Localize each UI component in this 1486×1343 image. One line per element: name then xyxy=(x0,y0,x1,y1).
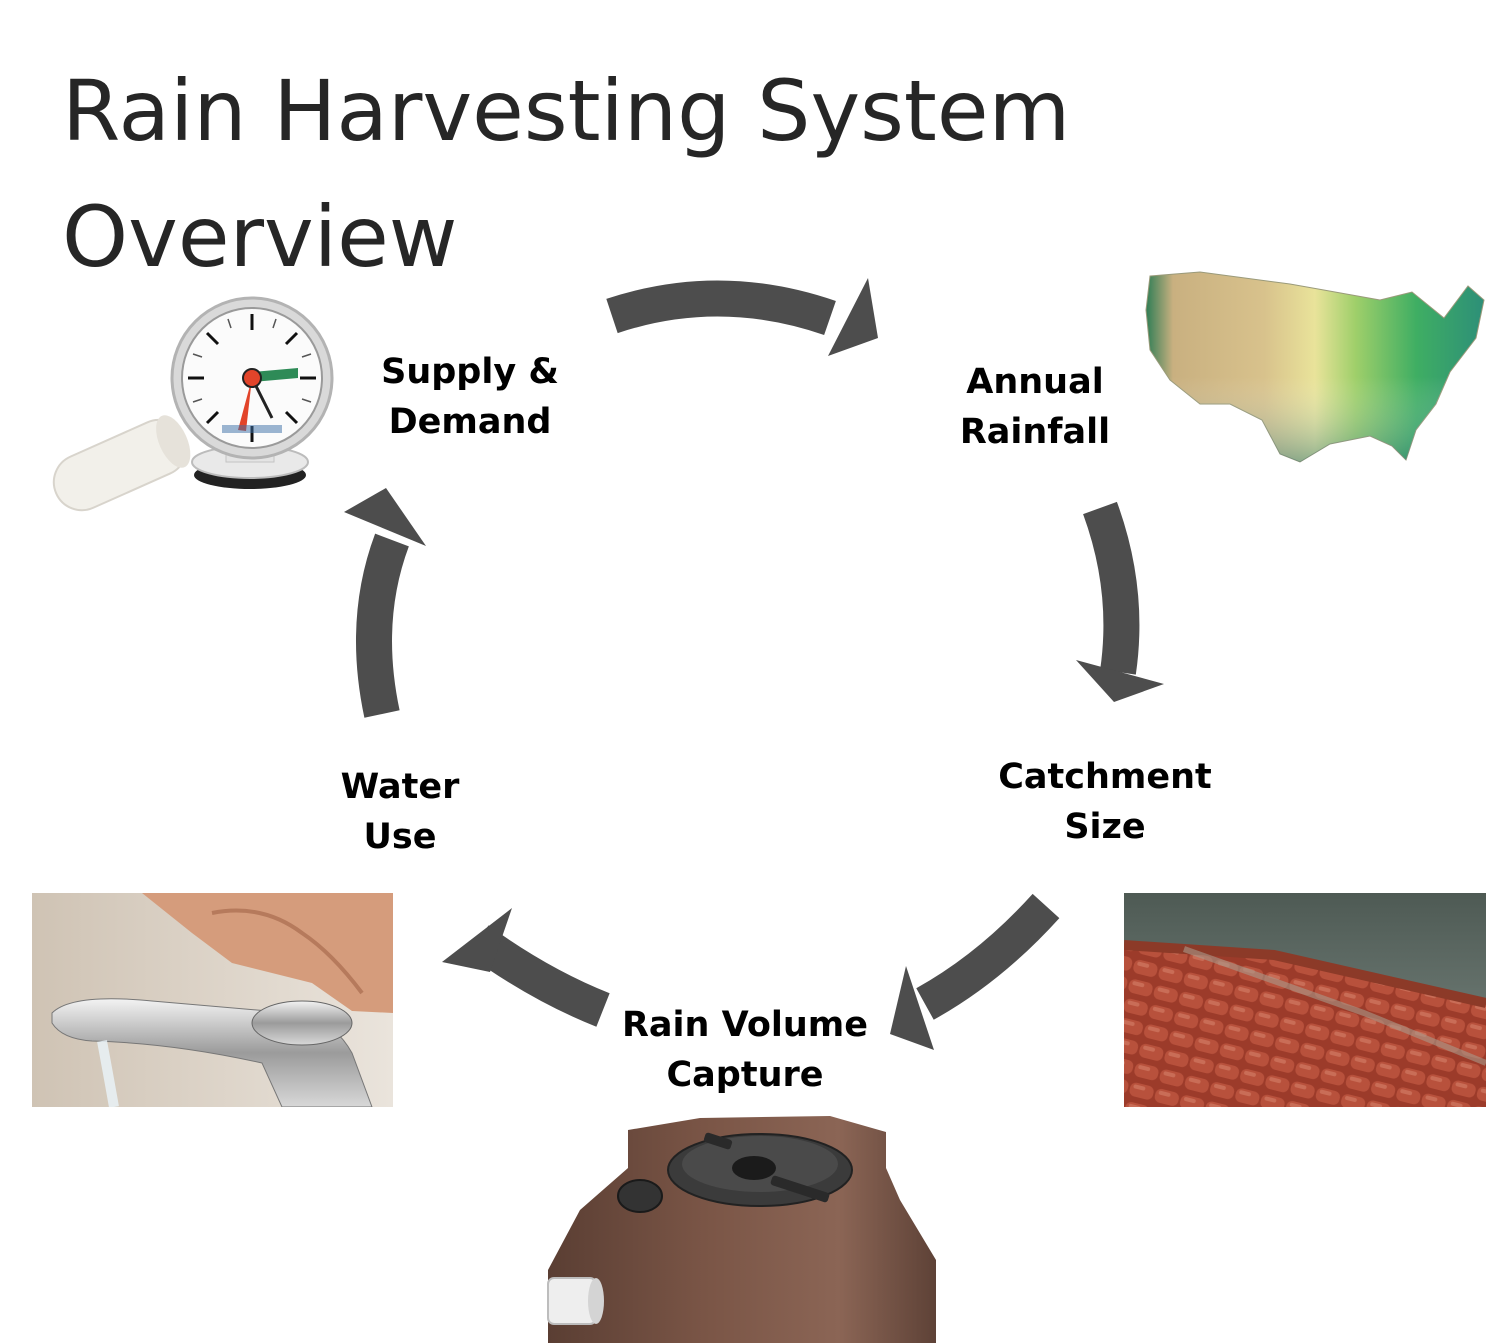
stage-label-annual-rainfall-line-1: Annual xyxy=(966,362,1104,402)
page-title-line-2: Overview xyxy=(62,188,458,286)
stage-label-supply-demand: Supply & Demand xyxy=(360,347,580,447)
stage-label-rain-volume-capture: Rain Volume Capture xyxy=(600,1000,890,1100)
stage-label-catchment-size-line-2: Size xyxy=(1064,807,1146,847)
arrow-volume-to-wateruse xyxy=(442,908,610,1027)
arrow-supply-to-rainfall xyxy=(606,278,878,356)
running-faucet-image xyxy=(32,893,393,1107)
arrow-rainfall-to-catchment xyxy=(1076,501,1164,702)
stage-label-supply-demand-line-1: Supply & xyxy=(381,352,559,392)
stage-label-catchment-size-line-1: Catchment xyxy=(998,757,1212,797)
stage-label-water-use: Water Use xyxy=(320,762,480,862)
stage-label-rain-volume-capture-line-1: Rain Volume xyxy=(621,1005,868,1045)
tiled-roof-in-rain-image xyxy=(1124,893,1486,1107)
stage-label-catchment-size: Catchment Size xyxy=(985,752,1225,852)
stage-label-annual-rainfall: Annual Rainfall xyxy=(930,357,1140,457)
page-title: Rain Harvesting System Overview xyxy=(62,48,1162,300)
stage-label-rain-volume-capture-line-2: Capture xyxy=(666,1055,824,1095)
page-title-line-1: Rain Harvesting System xyxy=(62,62,1071,160)
stage-label-supply-demand-line-2: Demand xyxy=(388,402,552,442)
arrow-catchment-to-volume xyxy=(890,893,1060,1050)
stage-label-annual-rainfall-line-2: Rainfall xyxy=(959,412,1111,452)
arrow-wateruse-to-supply xyxy=(344,488,426,718)
stage-label-water-use-line-1: Water xyxy=(340,767,460,807)
stage-label-water-use-line-2: Use xyxy=(363,817,437,857)
